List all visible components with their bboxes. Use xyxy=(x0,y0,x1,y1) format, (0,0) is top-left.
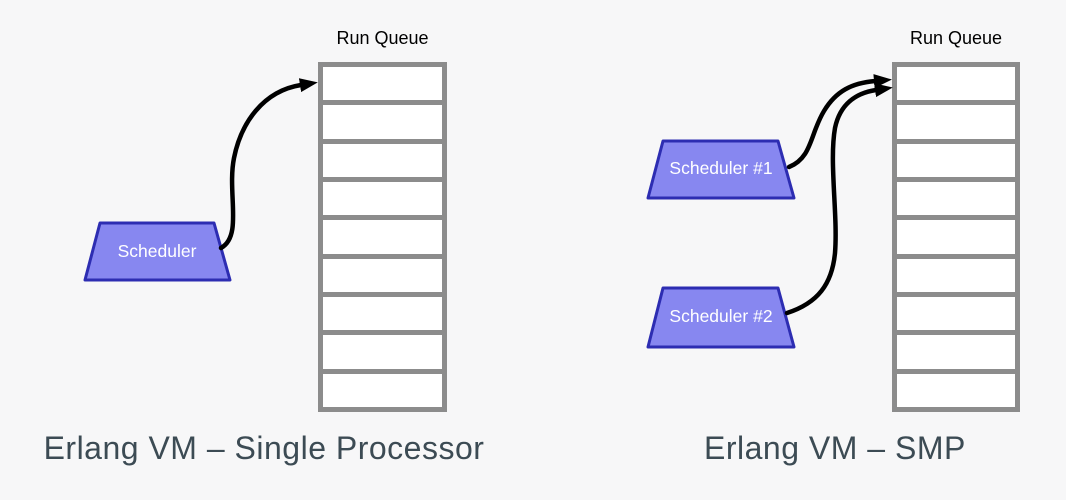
run-queue-cell xyxy=(897,67,1015,101)
run-queue-cell xyxy=(323,105,442,139)
run-queue-cell xyxy=(897,220,1015,254)
scheduler-label: Scheduler #2 xyxy=(669,306,773,326)
diagram-caption: Erlang VM – Single Processor xyxy=(43,430,485,466)
run-queue-cell xyxy=(897,373,1015,407)
run-queue-cell xyxy=(323,220,442,254)
run-queue-stack xyxy=(318,62,447,412)
run-queue-cell xyxy=(897,143,1015,177)
scheduler-label: Scheduler xyxy=(117,241,197,261)
run-queue-cell xyxy=(323,67,442,101)
run-queue-label: Run Queue xyxy=(909,28,1003,48)
arrow-smp-scheduler2-to-queue xyxy=(784,83,893,316)
arrow-single-scheduler-to-queue xyxy=(218,78,318,251)
run-queue-cell xyxy=(897,105,1015,139)
arrow-smp-scheduler1-to-queue xyxy=(786,74,892,170)
run-queue-cell xyxy=(323,181,442,216)
run-queue-label: Run Queue xyxy=(336,28,429,48)
run-queue-cell xyxy=(897,258,1015,292)
run-queue-cell xyxy=(323,258,442,292)
run-queue-cell xyxy=(323,373,442,407)
run-queue-stack xyxy=(892,62,1020,412)
diagram-caption: Erlang VM – SMP xyxy=(704,430,966,466)
run-queue-cell xyxy=(897,296,1015,331)
run-queue-cell xyxy=(897,181,1015,216)
run-queue-cell xyxy=(323,296,442,331)
run-queue-cell xyxy=(897,335,1015,369)
scheduler-label: Scheduler #1 xyxy=(669,158,773,178)
run-queue-cell xyxy=(323,335,442,369)
run-queue-cell xyxy=(323,143,442,177)
